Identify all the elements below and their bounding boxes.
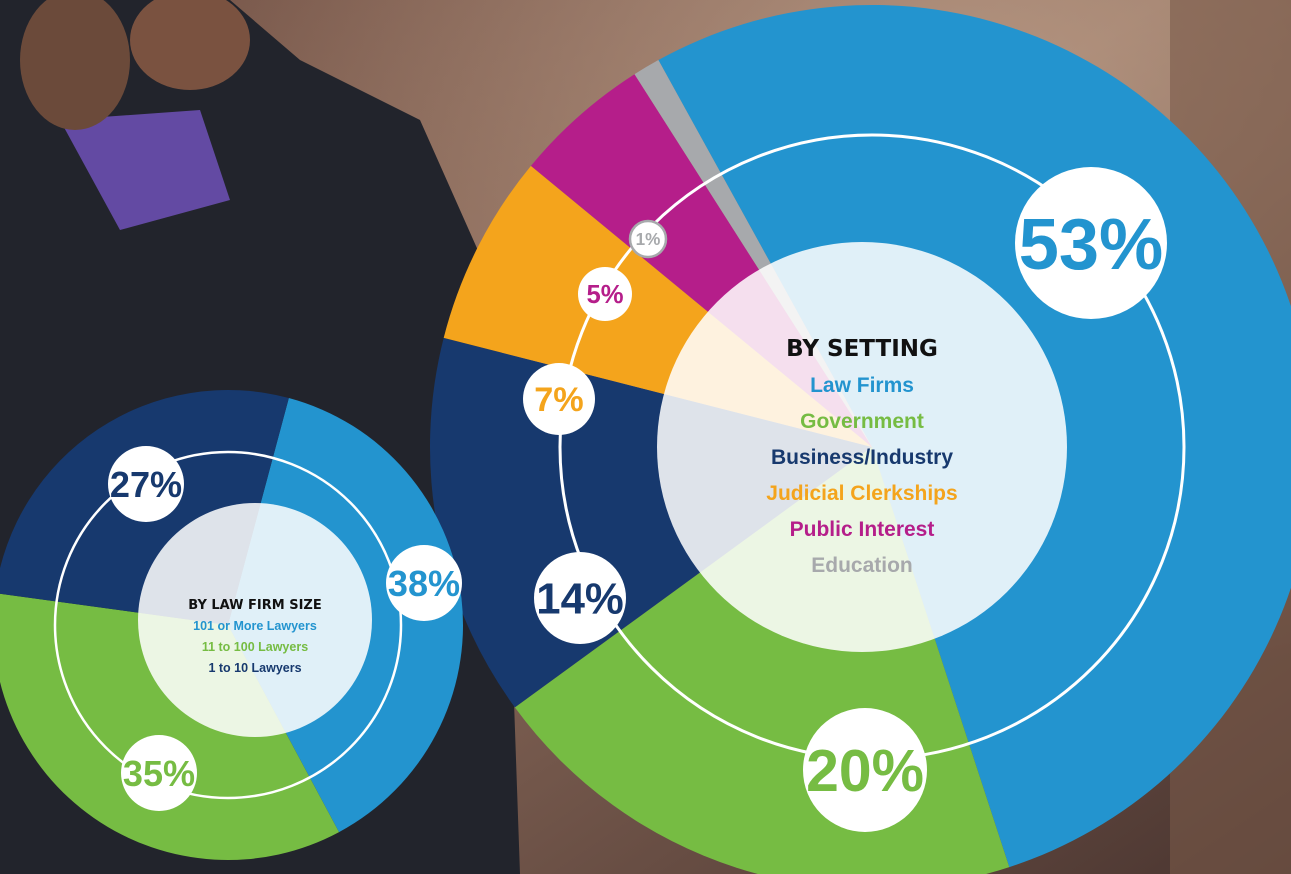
- legend-101-or-more-lawyers: 101 or More Lawyers: [193, 619, 317, 633]
- center-disk: [657, 242, 1067, 652]
- by-setting-chart: 53% 20% 14% 7% 5% 1% BY SETTING Law FirmsGovern…: [430, 5, 1291, 874]
- data-label-law-firms: 53%: [1019, 205, 1163, 285]
- badge-government: 20%: [803, 708, 927, 832]
- badge-11-to-100-lawyers: 35%: [121, 735, 197, 811]
- badge-business-industry: 14%: [534, 552, 626, 644]
- chart-title: BY LAW FIRM SIZE: [188, 598, 321, 613]
- data-label-government: 20%: [806, 739, 924, 804]
- badge-judicial-clerkships: 7%: [523, 363, 595, 435]
- badge-1-to-10-lawyers: 27%: [108, 446, 184, 522]
- by-law-firm-size-chart: 38% 35% 27% BY LAW FIRM SIZE 101 or More Law…: [0, 390, 464, 860]
- legend-public-interest: Public Interest: [790, 518, 935, 541]
- guide-ring: [53, 450, 403, 800]
- legend-business-industry: Business/Industry: [771, 446, 953, 469]
- data-label-public-interest: 5%: [586, 281, 623, 309]
- data-label-business-industry: 14%: [536, 575, 623, 624]
- data-label-101-or-more-lawyers: 38%: [388, 563, 460, 604]
- legend-government: Government: [800, 410, 924, 433]
- data-label-judicial-clerkships: 7%: [534, 381, 583, 419]
- badge-public-interest: 5%: [578, 267, 632, 321]
- slice-11-to-100-lawyers: [0, 593, 340, 860]
- legend-11-to-100-lawyers: 11 to 100 Lawyers: [202, 640, 308, 654]
- legend-judicial-clerkships: Judicial Clerkships: [766, 482, 957, 505]
- data-label-1-to-10-lawyers: 27%: [110, 464, 182, 505]
- legend-law-firms: Law Firms: [810, 374, 914, 397]
- badge-101-or-more-lawyers: 38%: [386, 545, 462, 621]
- badge-education: 1%: [628, 219, 668, 259]
- legend-education: Education: [811, 554, 913, 577]
- center-disk: [138, 503, 372, 737]
- badge-law-firms: 53%: [1015, 167, 1167, 319]
- data-label-11-to-100-lawyers: 35%: [123, 753, 195, 794]
- data-label-education: 1%: [636, 230, 661, 249]
- chart-title: BY SETTING: [786, 336, 938, 362]
- legend-1-to-10-lawyers: 1 to 10 Lawyers: [208, 661, 301, 675]
